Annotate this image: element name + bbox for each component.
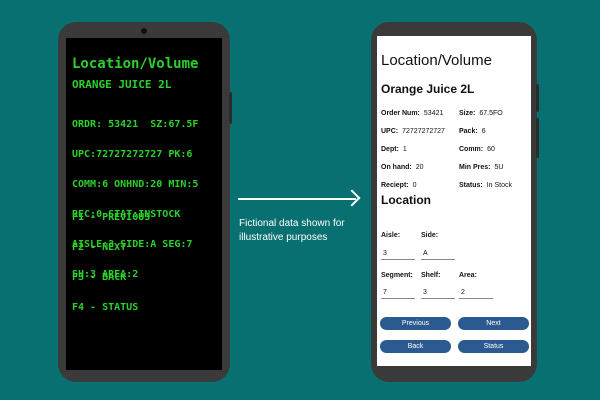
detail-label: Reciept:	[381, 182, 409, 189]
detail-value: 6	[481, 128, 486, 135]
detail-value: 60	[487, 146, 495, 153]
detail-label: UPC:	[381, 128, 399, 135]
terminal-line: SH:3 AREA:2	[72, 269, 139, 280]
page-title: Location/Volume	[381, 52, 492, 69]
segment-field[interactable]	[381, 286, 415, 299]
detail-label: Comm:	[459, 146, 484, 153]
location-heading: Location	[381, 193, 431, 207]
terminal-line: UPC:72727272727 PK:6	[72, 149, 193, 160]
next-button[interactable]: Next	[458, 317, 529, 330]
shelf-label: Shelf:	[421, 272, 441, 279]
detail-min-pres: Min Pres:5U	[459, 164, 503, 171]
detail-value: 0	[412, 182, 417, 189]
terminal-details: ORDR: 53421 SZ:67.5F UPC:72727272727 PK:…	[72, 100, 198, 300]
terminal-product: ORANGE JUICE 2L	[72, 78, 172, 91]
detail-upc: UPC:72727272727	[381, 128, 445, 135]
detail-comm: Comm:60	[459, 146, 495, 153]
area-field[interactable]	[459, 286, 493, 299]
area-label: Area:	[459, 272, 477, 279]
detail-value: 67.5FO	[479, 110, 503, 117]
terminal-phone: Location/Volume ORANGE JUICE 2L ORDR: 53…	[58, 22, 232, 382]
terminal-menu-item[interactable]: F3 - BACK	[72, 272, 127, 283]
detail-label: Pack:	[459, 128, 478, 135]
aisle-label: Aisle:	[381, 232, 401, 239]
segment-label: Segment:	[381, 272, 413, 279]
detail-value: 53421	[423, 110, 444, 117]
detail-label: Size:	[459, 110, 476, 117]
volume-button	[536, 118, 539, 158]
terminal-menu-item[interactable]: F4 - STATUS	[72, 302, 139, 313]
arrow-head-icon	[343, 189, 361, 207]
detail-label: Status:	[459, 182, 483, 189]
terminal-menu-item[interactable]: F1 - PREVIOUS	[72, 212, 151, 223]
arrow-icon	[238, 198, 356, 200]
detail-on-hand: On hand:20	[381, 164, 424, 171]
terminal-menu: F1 - PREVIOUS F2 - NEXT F3 - BACK F4 - S…	[72, 193, 150, 333]
aisle-field[interactable]	[381, 247, 415, 260]
terminal-line: ORDR: 53421 SZ:67.5F	[72, 119, 199, 130]
back-button[interactable]: Back	[380, 340, 451, 353]
terminal-line: REC:0 STAT:INSTOCK	[72, 209, 181, 220]
product-name: Orange Juice 2L	[381, 82, 475, 96]
side-field[interactable]	[421, 247, 455, 260]
detail-label: On hand:	[381, 164, 412, 171]
detail-pack: Pack:6	[459, 128, 486, 135]
camera-icon	[141, 28, 147, 34]
shelf-field[interactable]	[421, 286, 455, 299]
detail-size: Size:67.5FO	[459, 110, 503, 117]
detail-value: 72727272727	[402, 128, 445, 135]
terminal-line: AISLE:3 SIDE:A SEG:7	[72, 239, 193, 250]
detail-label: Order Num:	[381, 110, 420, 117]
terminal-line: COMM:6 ONHND:20 MIN:5	[72, 179, 199, 190]
terminal-screen: Location/Volume ORANGE JUICE 2L ORDR: 53…	[66, 38, 222, 370]
power-button	[536, 84, 539, 112]
detail-value: 1	[402, 146, 407, 153]
app-phone: Location/Volume Orange Juice 2L Order Nu…	[371, 22, 539, 382]
detail-status: Status:In Stock	[459, 182, 512, 189]
detail-dept: Dept:1	[381, 146, 407, 153]
status-button[interactable]: Status	[458, 340, 529, 353]
detail-value: 20	[415, 164, 424, 171]
terminal-title: Location/Volume	[72, 56, 199, 72]
detail-label: Min Pres:	[459, 164, 491, 171]
disclaimer-caption: Fictional data shown for illustrative pu…	[239, 218, 345, 243]
app-screen: Location/Volume Orange Juice 2L Order Nu…	[377, 36, 531, 366]
side-label: Side:	[421, 232, 439, 239]
detail-order-num: Order Num:53421	[381, 110, 443, 117]
power-button	[229, 92, 232, 124]
detail-label: Dept:	[381, 146, 399, 153]
detail-value: 5U	[494, 164, 504, 171]
detail-receipt: Reciept:0	[381, 182, 417, 189]
detail-value: In Stock	[486, 182, 513, 189]
terminal-menu-item[interactable]: F2 - NEXT	[72, 242, 127, 253]
previous-button[interactable]: Previous	[380, 317, 451, 330]
